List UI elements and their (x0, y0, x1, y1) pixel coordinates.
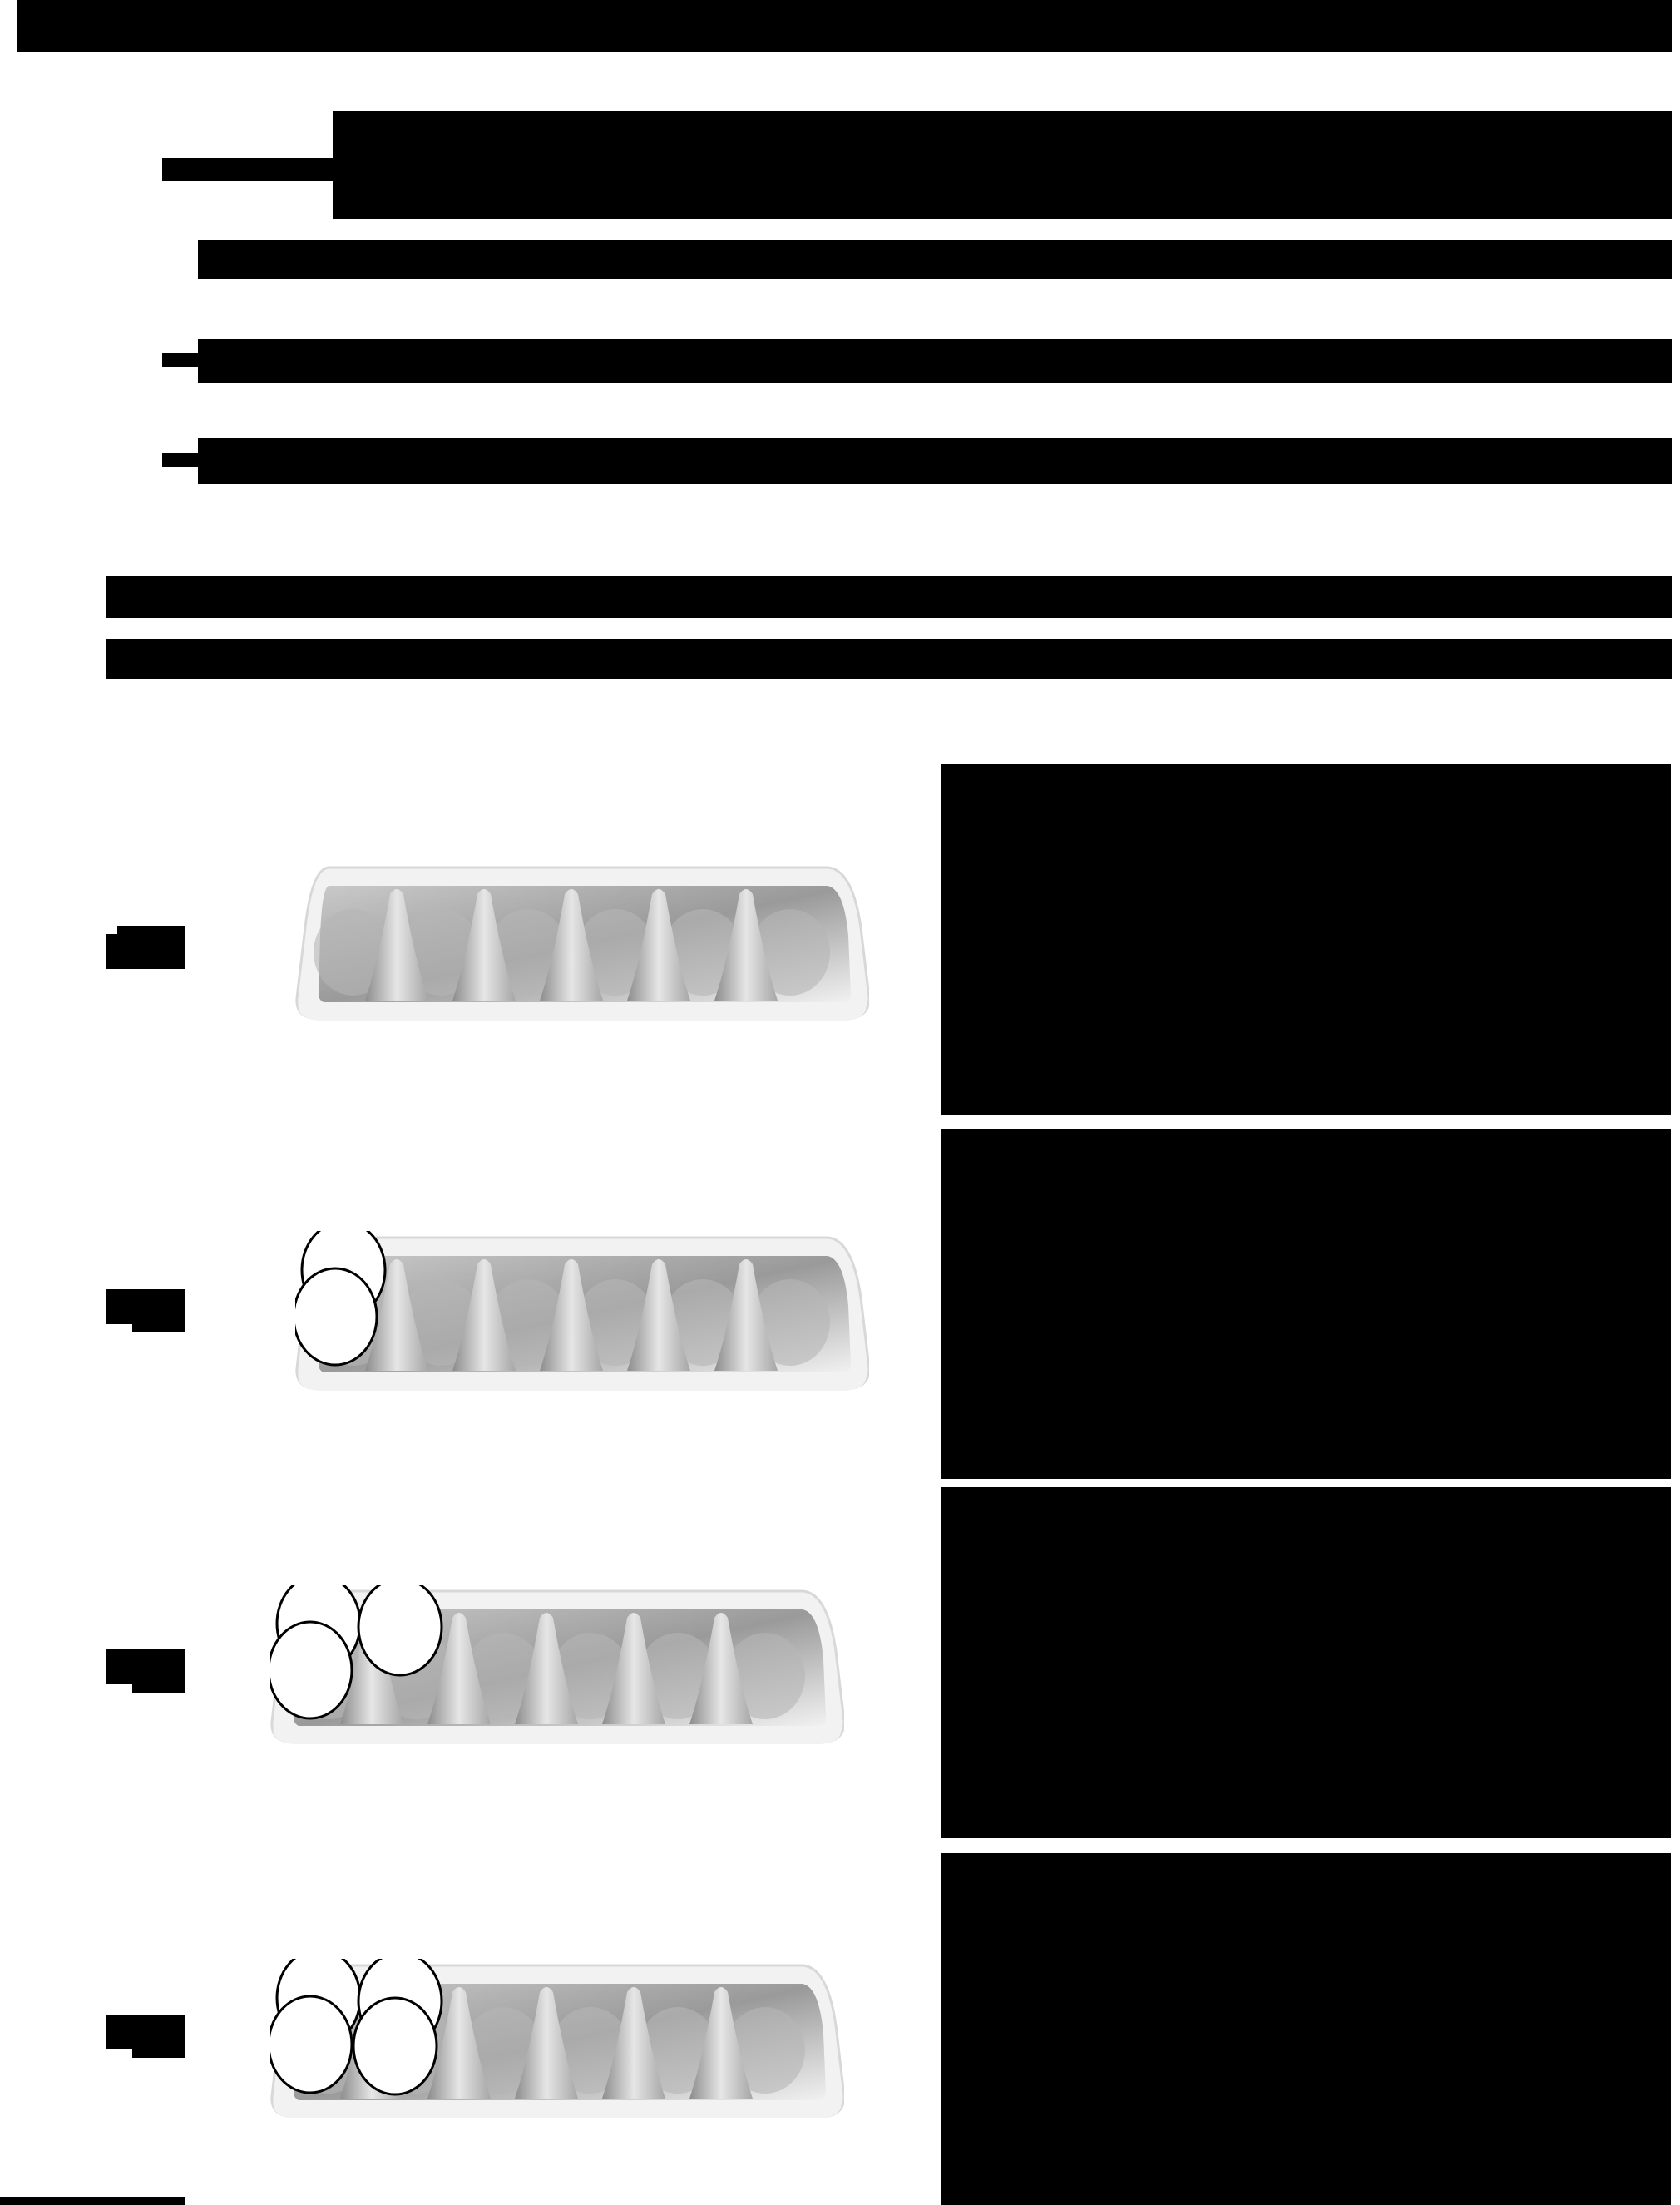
redacted-problem-label-4 (106, 2015, 185, 2058)
redacted-problem-label-3 (106, 1649, 185, 1693)
redacted-instruction-marker-1 (162, 158, 337, 181)
redacted-problem-label-1 (106, 926, 185, 969)
egg-carton-icon (295, 861, 869, 1027)
redacted-directions-line-1 (106, 576, 1672, 618)
egg-carton-icon (270, 1959, 844, 2125)
egg-icon (352, 1996, 438, 2096)
redacted-instruction-line-1 (333, 111, 1672, 219)
redacted-instruction-line-4 (198, 438, 1672, 484)
redacted-footer-rule (0, 2197, 185, 2205)
egg-carton-icon (270, 1585, 844, 1751)
redacted-answer-panel-1 (941, 764, 1671, 1115)
egg-carton-icon (295, 1231, 869, 1397)
redacted-answer-panel-4 (941, 1853, 1671, 2205)
redacted-instruction-line-2 (198, 240, 1672, 279)
egg-icon (270, 1995, 353, 2094)
redacted-answer-panel-2 (941, 1129, 1671, 1479)
redacted-instruction-line-3 (198, 339, 1672, 383)
redacted-instruction-marker-4 (162, 453, 204, 467)
egg-icon (295, 1267, 378, 1367)
redacted-directions-line-2 (106, 639, 1672, 679)
redacted-problem-label-2 (106, 1289, 185, 1332)
redacted-instruction-marker-3 (162, 353, 204, 367)
redacted-answer-panel-3 (941, 1487, 1671, 1838)
egg-icon (357, 1585, 443, 1677)
egg-icon (270, 1620, 353, 1720)
redacted-title (17, 0, 1672, 52)
